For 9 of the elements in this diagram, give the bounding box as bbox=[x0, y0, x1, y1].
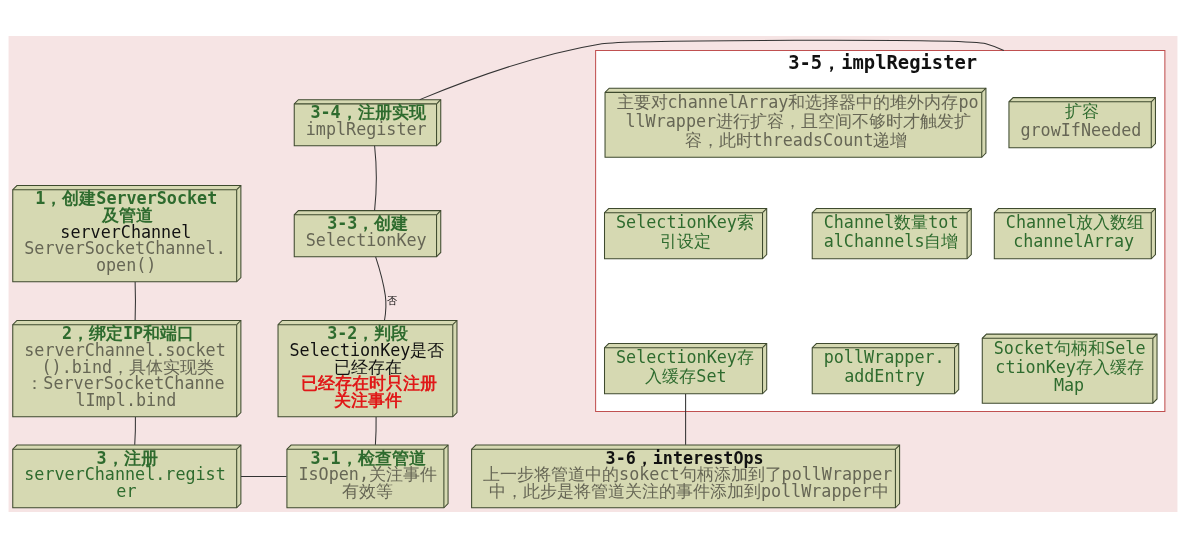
connector bbox=[419, 39, 1005, 100]
connector bbox=[240, 475, 287, 477]
connector bbox=[134, 280, 136, 321]
connector bbox=[375, 255, 387, 321]
connector bbox=[374, 144, 377, 211]
connector bbox=[134, 415, 136, 445]
edge-label: 否 bbox=[386, 293, 397, 306]
connector bbox=[685, 392, 687, 445]
connector bbox=[374, 415, 377, 445]
